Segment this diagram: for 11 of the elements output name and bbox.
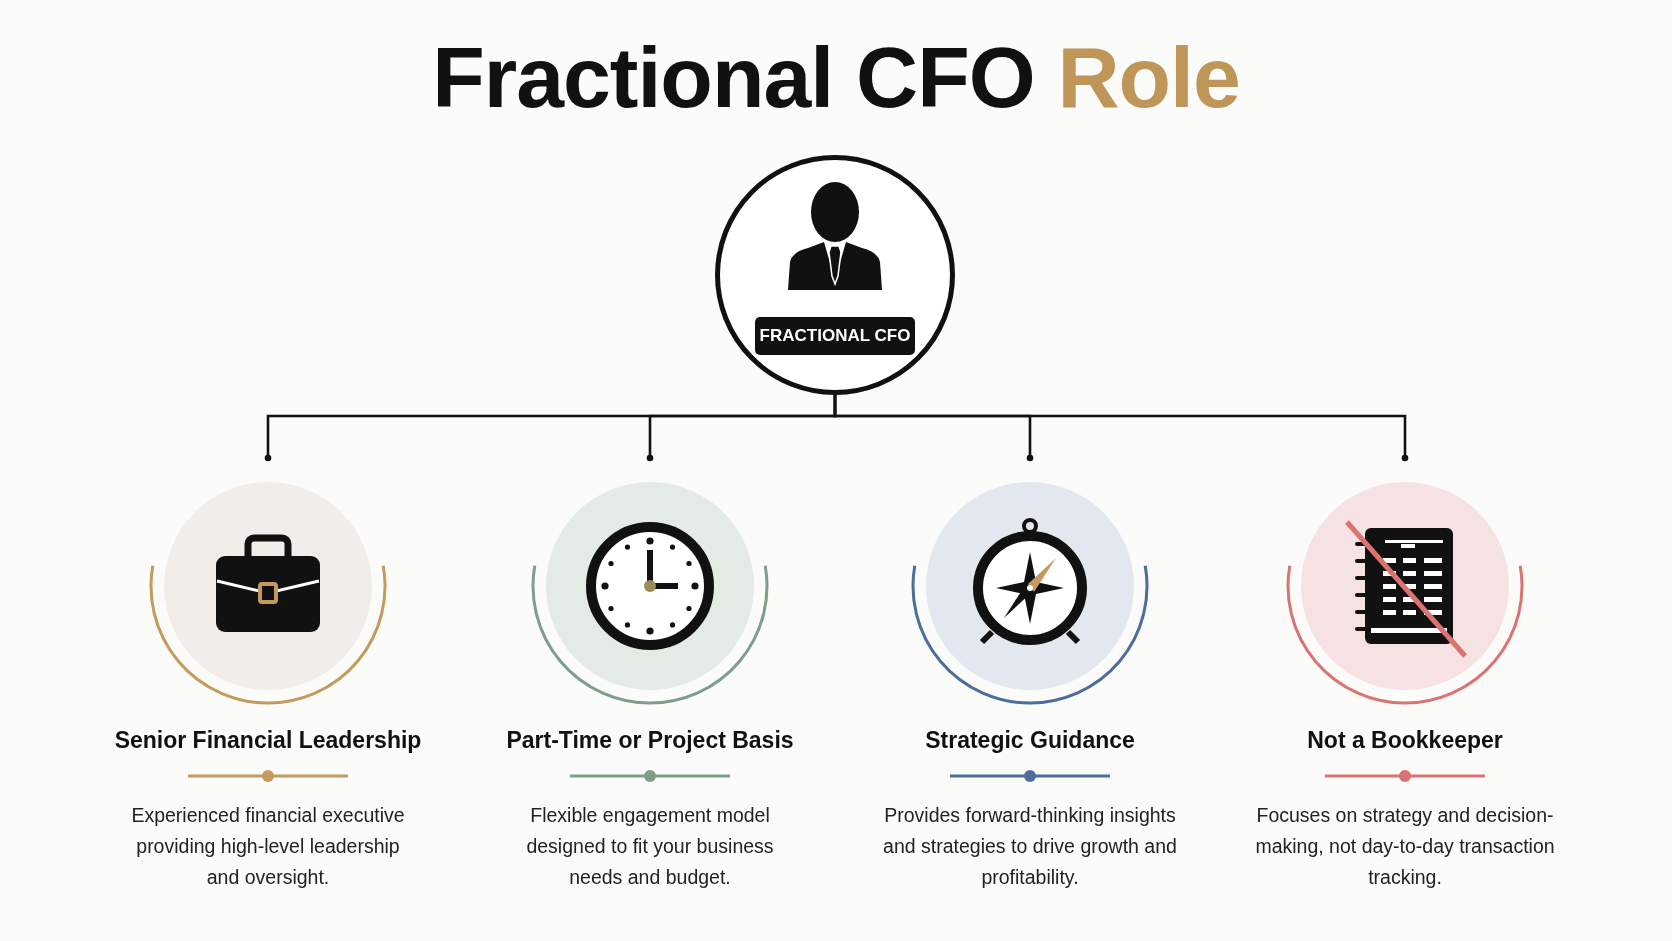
card-description: Provides forward-thinking insights and strategies to drive growth and profitability. (882, 803, 1178, 890)
card-description: Flexible engagement model designed to fit your business needs and budget. (525, 803, 775, 890)
card-heading: Senior Financial Leadership (113, 726, 423, 755)
role-badge: FRACTIONAL CFO (755, 317, 915, 355)
connector-line (833, 395, 1409, 462)
card-heading: Not a Bookkeeper (1306, 726, 1504, 755)
card-description: Experienced financial executive providing high-level leadership and oversight. (130, 803, 406, 890)
card-heading: Part-Time or Project Basis (505, 726, 795, 755)
card-description: Focuses on strategy and decision-making, not day-to-day transaction tracking. (1255, 803, 1555, 890)
card-heading: Strategic Guidance (924, 726, 1136, 755)
title: Fractional CFO Role (431, 28, 1241, 127)
